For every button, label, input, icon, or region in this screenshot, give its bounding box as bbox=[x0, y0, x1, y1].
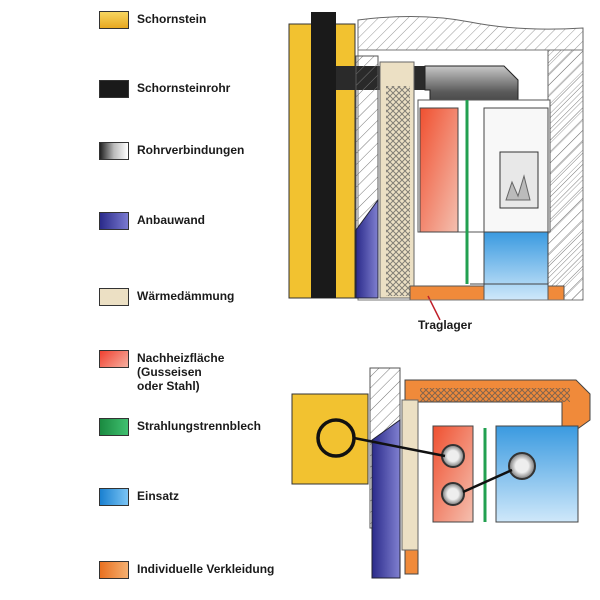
legend-label: Rohrverbindungen bbox=[137, 143, 245, 157]
legend-label: Schornsteinrohr bbox=[137, 81, 231, 95]
reheating-surface-swatch bbox=[99, 350, 129, 368]
legend-label: Nachheizfläche (Gusseisen oder Stahl) bbox=[137, 351, 225, 393]
chimney-swatch bbox=[99, 11, 129, 29]
legend-label: Wärmedämmung bbox=[137, 289, 235, 303]
insulation-swatch bbox=[99, 288, 129, 306]
add-on-wall-swatch bbox=[99, 212, 129, 230]
legend-label: Individuelle Verkleidung bbox=[137, 562, 275, 576]
add-on-wall-plan-shape bbox=[371, 419, 401, 579]
support-bearing-callout: Traglager bbox=[418, 318, 473, 332]
reheating-surface-plan-shape bbox=[432, 425, 474, 523]
legend-label: Anbauwand bbox=[137, 213, 205, 227]
insert-swatch bbox=[99, 488, 129, 506]
reheating-surface-shape bbox=[419, 107, 459, 233]
flue-pipe-swatch bbox=[99, 80, 129, 98]
legend-label: Strahlungstrennblech bbox=[137, 419, 262, 433]
side-section bbox=[288, 12, 584, 321]
insert-shape bbox=[483, 231, 549, 301]
radiation-shield-swatch bbox=[99, 418, 129, 436]
legend-label: Schornstein bbox=[137, 12, 207, 26]
legend-label: Einsatz bbox=[137, 489, 180, 503]
pipe-connections-swatch bbox=[99, 142, 129, 160]
plan-section bbox=[291, 367, 591, 579]
add-on-wall-shape bbox=[355, 198, 379, 299]
cladding-swatch bbox=[99, 561, 129, 579]
flue-pipe-shape bbox=[311, 12, 336, 298]
cladding-base-shape bbox=[409, 285, 485, 301]
insert-plan-shape bbox=[495, 425, 579, 523]
